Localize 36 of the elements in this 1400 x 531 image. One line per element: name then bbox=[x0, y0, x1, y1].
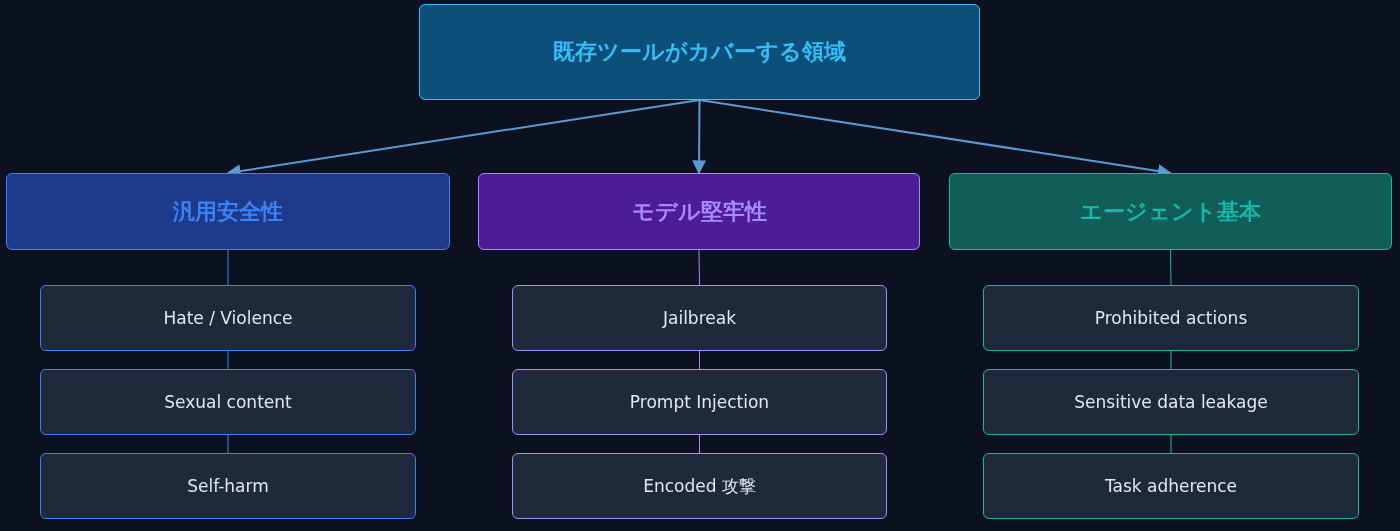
connector-line bbox=[699, 350, 700, 370]
box-label: Sensitive data leakage bbox=[1074, 392, 1268, 412]
connector-line bbox=[698, 249, 700, 286]
box-label: Sexual content bbox=[164, 392, 292, 412]
title-box bbox=[419, 4, 980, 100]
box-label: Jailbreak bbox=[663, 308, 736, 328]
connector-line bbox=[1170, 350, 1172, 370]
connector-line bbox=[227, 434, 229, 454]
connector-line bbox=[699, 434, 700, 454]
item-box bbox=[40, 369, 416, 435]
item-box bbox=[983, 453, 1359, 519]
box-label: Prompt Injection bbox=[629, 392, 770, 412]
box-label: モデル堅牢性 bbox=[631, 197, 767, 226]
arrow bbox=[692, 99, 707, 175]
box-label: Self-harm bbox=[187, 476, 269, 496]
connector-line bbox=[227, 249, 229, 286]
item-box bbox=[983, 285, 1359, 351]
box-label: 汎用安全性 bbox=[173, 197, 283, 226]
item-box bbox=[512, 453, 887, 519]
connector-line bbox=[1170, 249, 1172, 286]
box-label: Encoded 攻撃 bbox=[643, 474, 756, 498]
box-label: エージェント基本 bbox=[1080, 197, 1261, 226]
item-box bbox=[512, 369, 887, 435]
category-box bbox=[6, 173, 450, 250]
box-label: 既存ツールがカバーする領域 bbox=[553, 38, 846, 66]
box-label: Task adherence bbox=[1104, 476, 1238, 496]
connector-line bbox=[227, 350, 229, 370]
box-label: Hate / Violence bbox=[163, 308, 293, 328]
category-box bbox=[949, 173, 1392, 250]
category-box bbox=[478, 173, 920, 250]
item-box bbox=[983, 369, 1359, 435]
item-box bbox=[40, 453, 416, 519]
box-label: Prohibited actions bbox=[1094, 308, 1248, 328]
item-box bbox=[40, 285, 416, 351]
item-box bbox=[512, 285, 887, 351]
connector-line bbox=[1170, 434, 1172, 454]
